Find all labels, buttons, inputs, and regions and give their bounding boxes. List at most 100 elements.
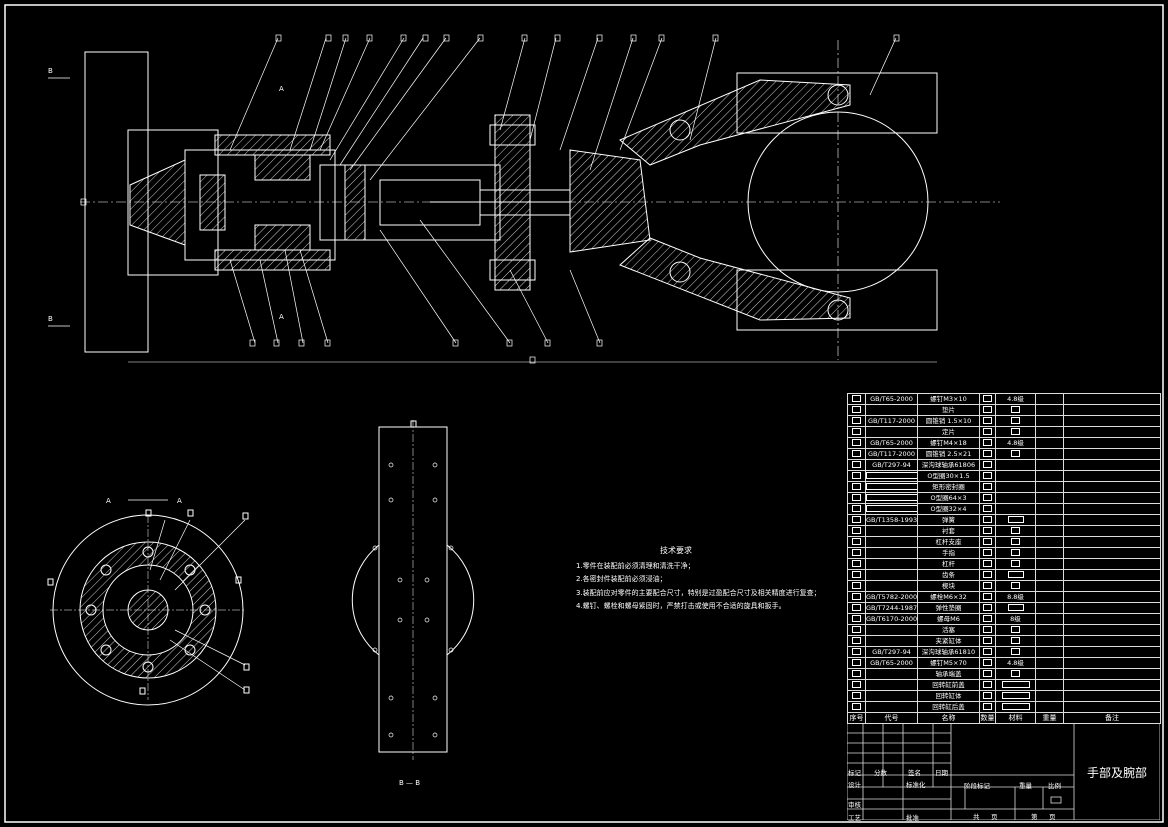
bom-cell-code	[865, 558, 918, 570]
section-a-bottom: A	[279, 313, 284, 321]
bom-cell-material	[995, 624, 1036, 636]
section-a-top: A	[279, 85, 284, 93]
bom-cell-no	[847, 657, 866, 669]
bom-cell-code	[865, 690, 918, 702]
bom-cell-remark	[1063, 393, 1161, 405]
bom-cell-remark	[1063, 613, 1161, 625]
tb-jieduan: 阶段标记	[964, 782, 990, 790]
bom-cell-weight	[1035, 646, 1064, 658]
bom-cell-material: 4.8级	[995, 657, 1036, 669]
bom-header-material: 材料	[995, 712, 1036, 724]
bom-cell-qty	[979, 657, 996, 669]
bom-cell-code	[865, 492, 918, 504]
bom-cell-material	[995, 404, 1036, 416]
bom-cell-remark	[1063, 404, 1161, 416]
section-aa-label-left: A	[106, 497, 111, 505]
bom-cell-no	[847, 470, 866, 482]
section-aa-view	[47, 499, 250, 706]
bom-cell-code	[865, 569, 918, 581]
bom-cell-weight	[1035, 668, 1064, 680]
bom-cell-weight	[1035, 701, 1064, 713]
bom-row: O型圈64×3	[847, 492, 1161, 504]
bom-cell-weight	[1035, 679, 1064, 691]
bom-cell-remark	[1063, 503, 1161, 515]
bom-cell-weight	[1035, 569, 1064, 581]
technical-requirements: 技术要求 1.零件在装配前必须清理和清洗干净； 2.各密封件装配前必须浸油； 3…	[576, 544, 821, 614]
bom-cell-weight	[1035, 415, 1064, 427]
wedge-block	[569, 149, 651, 253]
bom-cell-name: 螺栓M6×32	[917, 591, 980, 603]
tb-sheji: 设计	[848, 781, 861, 789]
finger-lower	[619, 237, 851, 321]
bom-cell-name: 圆锥销 2.5×21	[917, 448, 980, 460]
bom-cell-weight	[1035, 580, 1064, 592]
bom-header-qty: 数量	[979, 712, 996, 724]
bom-cell-qty	[979, 690, 996, 702]
bom-cell-remark	[1063, 657, 1161, 669]
bom-cell-remark	[1063, 525, 1161, 537]
bom-cell-remark	[1063, 591, 1161, 603]
bom-cell-weight	[1035, 448, 1064, 460]
bom-cell-material	[995, 470, 1036, 482]
tb-zhongliang: 重量	[1019, 782, 1032, 790]
bom-header-remark: 备注	[1063, 712, 1161, 724]
tb-pizhun: 批准	[906, 814, 919, 822]
main-section-view	[80, 40, 1000, 363]
bom-row: O型圈30×1.5	[847, 470, 1161, 482]
title-block-grid	[847, 723, 1160, 820]
bom-cell-material	[995, 580, 1036, 592]
bom-cell-material	[995, 646, 1036, 658]
bom-cell-material	[995, 690, 1036, 702]
bom-cell-remark	[1063, 679, 1161, 691]
bom-cell-remark	[1063, 668, 1161, 680]
bom-cell-material: 4.8级	[995, 393, 1036, 405]
bom-row: 轴承端盖	[847, 668, 1161, 680]
bom-cell-material	[995, 481, 1036, 493]
bom-cell-weight	[1035, 635, 1064, 647]
bom-cell-name: 弹性垫圈	[917, 602, 980, 614]
bom-cell-no	[847, 404, 866, 416]
bom-cell-name: 螺钉M4×18	[917, 437, 980, 449]
bom-cell-remark	[1063, 536, 1161, 548]
section-b-top: B	[48, 67, 53, 75]
bom-cell-remark	[1063, 558, 1161, 570]
bom-cell-code: GB/T5782-2000	[865, 591, 918, 603]
bom-cell-weight	[1035, 404, 1064, 416]
bom-row: 回转缸体	[847, 690, 1161, 702]
bom-cell-code	[865, 404, 918, 416]
bom-cell-material	[995, 668, 1036, 680]
bom-cell-weight	[1035, 393, 1064, 405]
bom-cell-code: GB/T7244-1987	[865, 602, 918, 614]
bom-cell-material: 8级	[995, 613, 1036, 625]
tb-di: 第	[1031, 813, 1038, 821]
bom-cell-remark	[1063, 580, 1161, 592]
bom-cell-code	[865, 679, 918, 691]
bom-cell-no	[847, 602, 866, 614]
bom-cell-no	[847, 536, 866, 548]
bom-row: 楔块	[847, 580, 1161, 592]
bom-cell-qty	[979, 437, 996, 449]
bom-cell-name: 弹簧	[917, 514, 980, 526]
bom-row: 手指	[847, 547, 1161, 559]
bom-cell-remark	[1063, 569, 1161, 581]
tb-bili: 比例	[1048, 782, 1061, 790]
tb-qianming: 签名	[908, 769, 921, 777]
bom-cell-name: 定片	[917, 426, 980, 438]
bom-header-code: 代号	[865, 712, 918, 724]
bom-row: 矩形密封圈	[847, 481, 1161, 493]
tech-req-item-4: 4.螺钉、螺栓和螺母紧固时，严禁打击或使用不合适的旋具和扳手。	[576, 602, 786, 610]
bom-cell-remark	[1063, 690, 1161, 702]
bom-cell-qty	[979, 415, 996, 427]
bom-cell-no	[847, 624, 866, 636]
bom-cell-name: 轴承端盖	[917, 668, 980, 680]
bom-cell-qty	[979, 481, 996, 493]
bom-row: 回转缸后盖	[847, 701, 1161, 713]
bom-cell-no	[847, 525, 866, 537]
bom-cell-name: 螺母M6	[917, 613, 980, 625]
bom-row: 活塞	[847, 624, 1161, 636]
section-b-bottom: B	[48, 315, 53, 323]
bom-cell-name: 回转缸后盖	[917, 701, 980, 713]
bom-cell-weight	[1035, 481, 1064, 493]
